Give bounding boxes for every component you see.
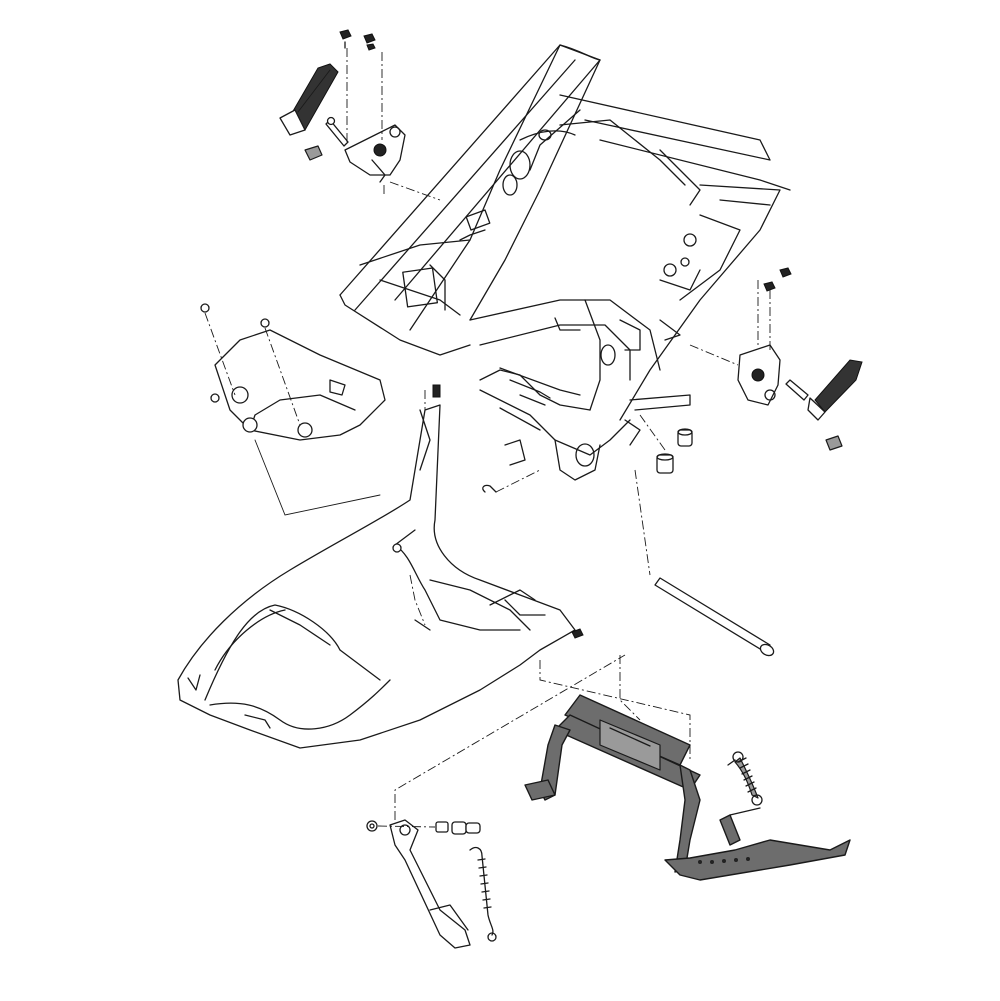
center-stand: [524, 655, 851, 881]
footpeg-rubber-right: [807, 359, 863, 421]
frame: [339, 44, 791, 481]
cowl-bolt: [571, 628, 584, 639]
rear-left-footrest-assembly: [279, 29, 441, 201]
center-stand-spring: [727, 751, 763, 806]
rubber-damper: [639, 414, 693, 474]
pin-right: [785, 379, 809, 401]
pivot-shaft: [634, 469, 775, 657]
rear-right-footrest-assembly: [689, 267, 863, 451]
washer-left: [304, 145, 323, 161]
collar: [435, 821, 449, 833]
side-stand-bolt: [366, 820, 481, 835]
nut: [366, 820, 378, 832]
pin-left: [325, 116, 349, 147]
bolt: [451, 821, 481, 835]
bolt-right-upper: [763, 267, 792, 292]
footpeg-rubber-left: [279, 63, 339, 136]
screw-left-panel: [200, 303, 270, 403]
cowl-clip: [432, 384, 441, 398]
side-cover-panel: [200, 303, 386, 516]
washer-right: [825, 435, 843, 451]
side-stand: [389, 654, 626, 949]
footrest-bracket-left: [344, 124, 406, 183]
bolt-left-upper: [339, 29, 376, 51]
frame-clip: [482, 469, 541, 493]
under-cowl: [177, 384, 584, 749]
side-stand-spring: [469, 846, 497, 942]
footrest-bracket-right: [737, 344, 781, 406]
